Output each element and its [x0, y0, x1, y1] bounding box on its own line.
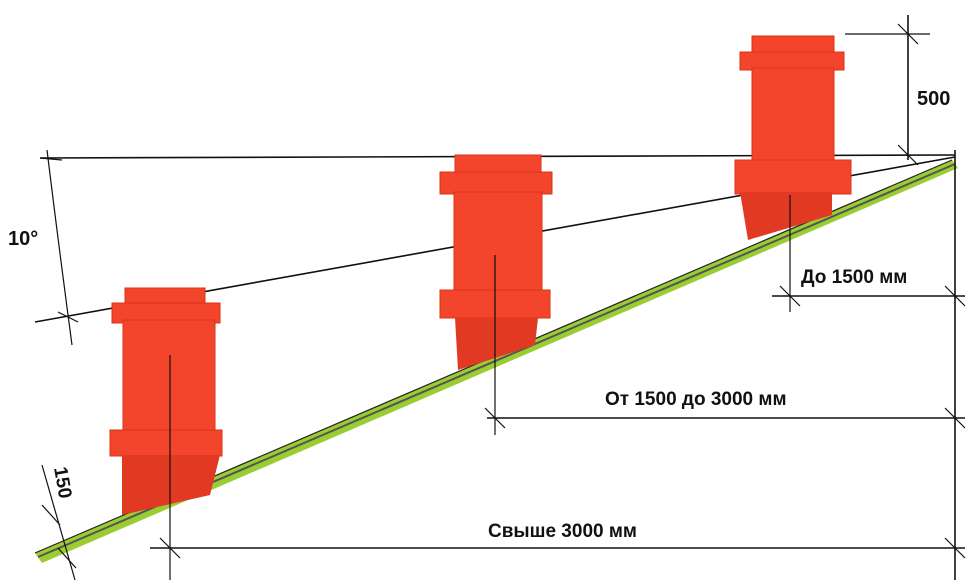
dimension-far — [150, 537, 966, 559]
chimney-far — [109, 287, 223, 515]
height-500-label: 500 — [917, 88, 950, 110]
height-150-label: 150 — [49, 465, 75, 500]
angle-label: 10° — [8, 228, 38, 250]
dimension-near — [772, 285, 966, 307]
chimney-near — [734, 35, 852, 240]
distance-near-label: До 1500 мм — [801, 267, 907, 288]
distance-mid-label: От 1500 до 3000 мм — [605, 389, 787, 410]
angle-arc — [46, 149, 73, 346]
dimension-mid — [484, 407, 966, 429]
distance-far-label: Свыше 3000 мм — [488, 521, 637, 542]
dimension-150 — [41, 464, 77, 581]
chimney-middle — [439, 154, 553, 370]
